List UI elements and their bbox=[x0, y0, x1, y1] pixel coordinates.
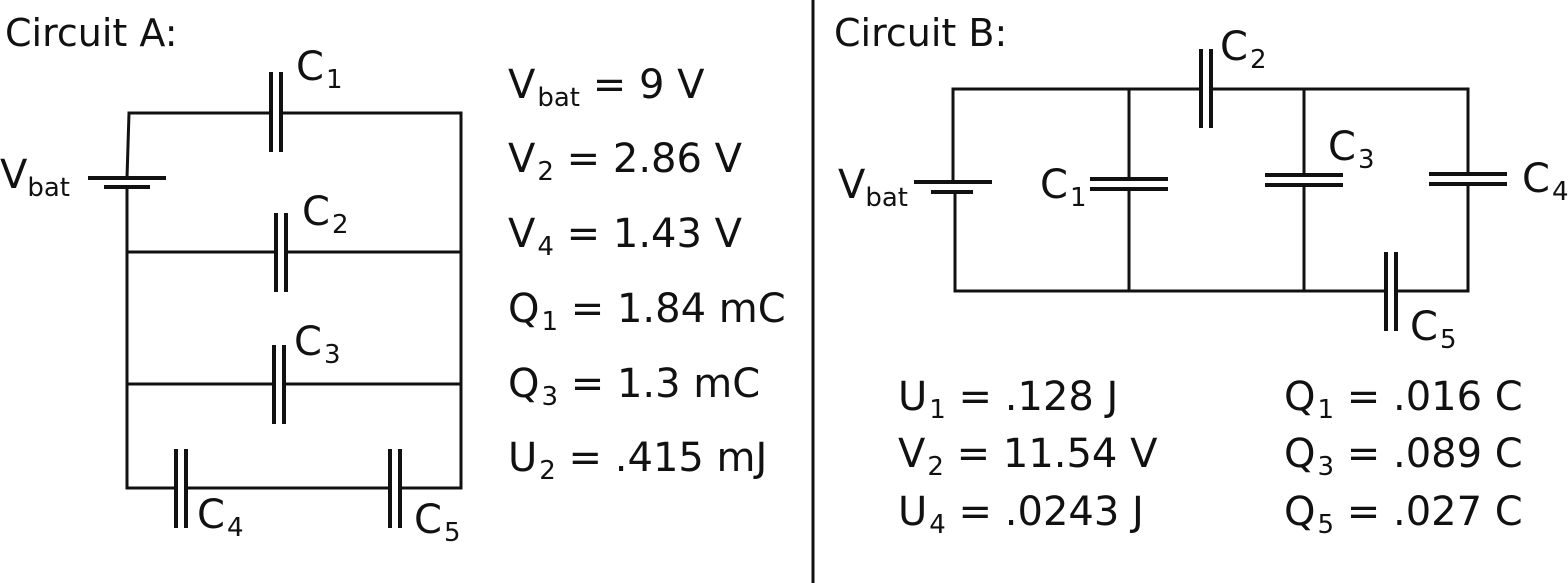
circuit-a-vbat-label: Vbat bbox=[0, 152, 70, 203]
circuit-a-c1-label: C1 bbox=[296, 44, 342, 95]
circuit-b-value-q5: Q5 = .027 C bbox=[1284, 489, 1523, 540]
circuit-b-title: Circuit B: bbox=[834, 11, 1007, 55]
circuit-a-c4-label: C4 bbox=[197, 492, 243, 543]
circuit-b-values-right: Q1 = .016 C Q3 = .089 C Q5 = .027 C bbox=[1284, 374, 1523, 540]
circuit-b-c3-label: C3 bbox=[1328, 124, 1374, 175]
circuit-b-value-u4: U4 = .0243 J bbox=[898, 489, 1144, 540]
circuit-a-c5-label: C5 bbox=[414, 497, 460, 548]
circuit-b-c4-symbol bbox=[1429, 172, 1507, 186]
circuit-a-value-u2: U2 = .415 mJ bbox=[508, 435, 767, 486]
circuit-a-c5-symbol bbox=[388, 449, 402, 528]
circuit-b-value-q1: Q1 = .016 C bbox=[1284, 374, 1523, 425]
circuit-b-value-v2: V2 = 11.54 V bbox=[898, 431, 1158, 482]
circuit-b-c5-label: C5 bbox=[1410, 304, 1456, 355]
circuit-a-wires bbox=[125, 111, 463, 490]
circuit-a-c3-label: C3 bbox=[294, 319, 340, 370]
circuit-b-c1-label: C1 bbox=[1040, 162, 1086, 213]
circuit-a-value-vbat: Vbat = 9 V bbox=[508, 62, 705, 113]
circuit-a-value-q1: Q1 = 1.84 mC bbox=[508, 286, 786, 337]
circuit-a-c4-symbol bbox=[174, 449, 188, 528]
circuit-a-value-v4: V4 = 1.43 V bbox=[508, 211, 743, 262]
circuit-b-value-q3: Q3 = .089 C bbox=[1284, 431, 1523, 482]
circuit-a-c2-symbol bbox=[274, 213, 288, 292]
circuit-b-c5-symbol bbox=[1384, 252, 1398, 331]
circuit-a-c2-label: C2 bbox=[302, 189, 348, 240]
circuit-b-c3-symbol bbox=[1265, 173, 1343, 187]
circuit-b-c1-symbol bbox=[1090, 177, 1168, 191]
circuit-b-c2-symbol bbox=[1199, 49, 1213, 128]
circuit-b-vbat-label: Vbat bbox=[838, 162, 908, 213]
circuit-b-c2-label: C2 bbox=[1220, 24, 1266, 75]
circuit-b-wires bbox=[951, 87, 1470, 293]
circuit-b-battery-symbol bbox=[914, 180, 992, 194]
circuit-b-c4-label: C4 bbox=[1522, 156, 1568, 207]
circuit-b-value-u1: U1 = .128 J bbox=[898, 374, 1118, 425]
circuit-b-values-left: U1 = .128 J V2 = 11.54 V U4 = .0243 J bbox=[898, 374, 1158, 540]
circuit-a-title: Circuit A: bbox=[5, 11, 178, 55]
circuit-b: Circuit B: bbox=[834, 11, 1568, 540]
circuit-a-c1-symbol bbox=[269, 72, 283, 152]
circuit-a-value-v2: V2 = 2.86 V bbox=[508, 136, 743, 187]
circuit-a-c3-symbol bbox=[272, 345, 286, 424]
circuit-a: Circuit A: bbox=[0, 11, 786, 548]
circuit-a-values: Vbat = 9 V V2 = 2.86 V V4 = 1.43 V Q1 = … bbox=[508, 62, 786, 486]
circuit-a-value-q3: Q3 = 1.3 mC bbox=[508, 361, 760, 412]
circuit-a-battery-symbol bbox=[88, 176, 166, 189]
